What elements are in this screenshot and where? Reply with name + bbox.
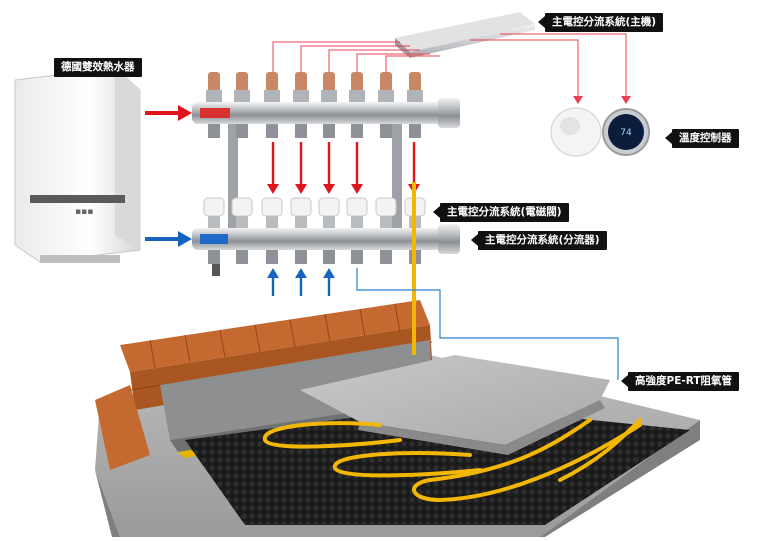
solenoid-label: 主電控分流系統(電磁閥) xyxy=(440,203,569,222)
thermostat-readout: 74 xyxy=(620,128,632,138)
controller-label-pointer xyxy=(538,16,545,28)
boiler-label: 德國雙效熱水器 xyxy=(54,58,142,77)
floor-section xyxy=(95,300,700,537)
heating-pipe-loops xyxy=(262,418,642,503)
thermostat-dial: 74 xyxy=(602,108,650,156)
cold-return-arrow xyxy=(145,231,192,247)
boiler: ▪▪▪ xyxy=(14,67,141,263)
pipe-label-pointer xyxy=(621,375,628,387)
distributor-label: 主電控分流系統(分流器) xyxy=(478,231,607,250)
return-line xyxy=(356,268,619,380)
signal-arrowheads xyxy=(573,96,631,104)
boiler-brand-mark: ▪▪▪ xyxy=(75,207,93,217)
pipe-label: 高強度PE-RT阻氧管 xyxy=(628,372,740,391)
hot-supply-arrow xyxy=(145,105,192,121)
distributor-label-pointer xyxy=(471,234,478,246)
solenoid-label-pointer xyxy=(433,206,440,218)
signal-lines xyxy=(272,33,627,100)
return-flow-arrows xyxy=(267,268,335,296)
thermostat-label-pointer xyxy=(665,132,672,144)
thermostat-label: 溫度控制器 xyxy=(672,129,739,148)
controller-label: 主電控分流系統(主機) xyxy=(545,13,664,32)
controller-unit xyxy=(395,12,535,58)
screed-slab xyxy=(300,355,610,445)
manifold xyxy=(192,72,460,276)
sensor-dome xyxy=(550,107,602,157)
